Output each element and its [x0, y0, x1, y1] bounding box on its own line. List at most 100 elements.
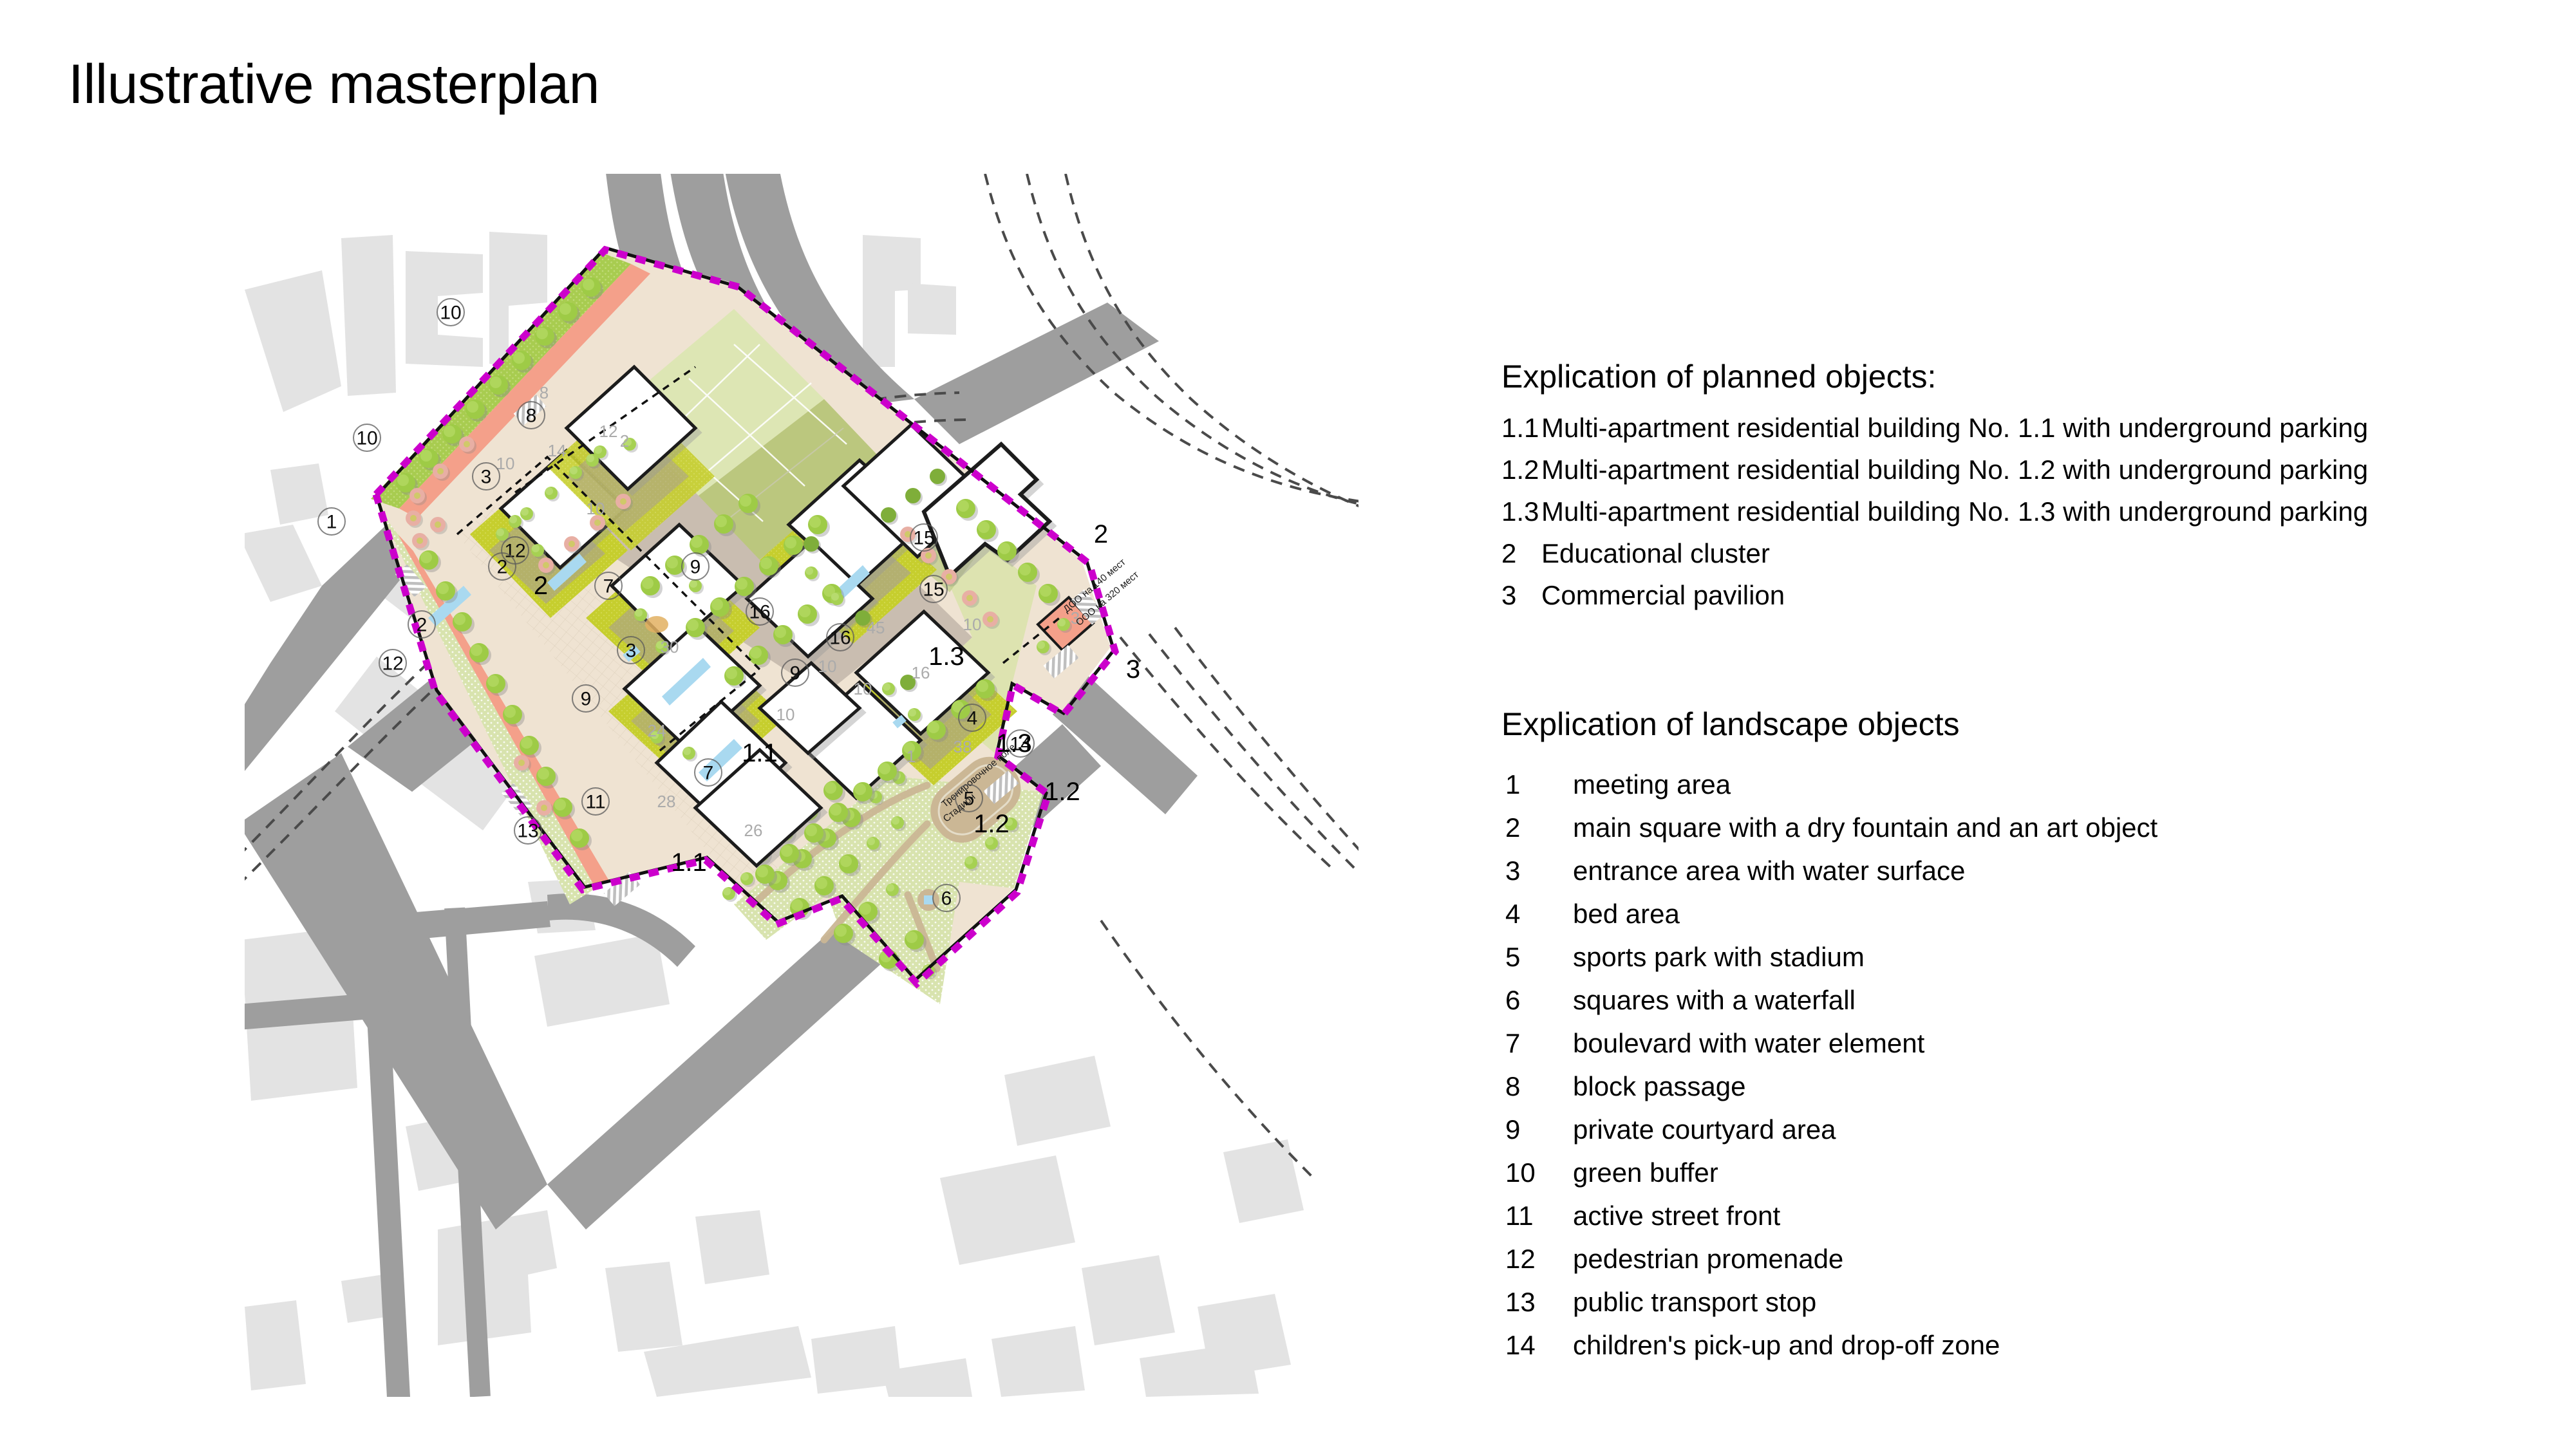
landscape-marker-circle — [910, 523, 938, 552]
landscape-marker-number: 9 — [581, 689, 592, 710]
landscape-marker: 10 — [353, 424, 381, 452]
landscape-marker-number: 10 — [440, 303, 461, 324]
landscape-marker-number: 5 — [964, 789, 975, 810]
landscape-marker: 5 — [955, 784, 983, 812]
legend-item-number: 6 — [1505, 985, 1521, 1015]
building-label: 1.2 — [973, 810, 1010, 838]
legend-item-label: children's pick-up and drop-off zone — [1573, 1330, 2000, 1360]
design-area-outline — [375, 246, 1116, 982]
landscape-marker: 6 — [932, 884, 961, 912]
landscape-marker-number: 12 — [382, 653, 403, 675]
landscape-marker-number: 15 — [923, 579, 944, 601]
landscape-marker-number: 9 — [690, 557, 701, 578]
landscape-marker: 15 — [919, 575, 948, 603]
landscape-marker-number: 6 — [941, 888, 952, 910]
legend-item: 10 green buffer — [1501, 1159, 2467, 1186]
landscape-marker-number: 12 — [504, 541, 525, 562]
legend-item-number: 8 — [1505, 1071, 1521, 1101]
landscape-marker: 14 — [1006, 729, 1035, 758]
landscape-marker-number: 10 — [356, 428, 377, 449]
landscape-marker-circle — [572, 684, 600, 713]
building-label: 1.2 — [1044, 778, 1080, 806]
legend-item-number: 13 — [1505, 1287, 1536, 1317]
landscape-marker: 2 — [408, 610, 436, 639]
landscape-marker: 10 — [437, 298, 465, 326]
landscape-marker: 9 — [572, 684, 600, 713]
legend-item-label: pedestrian promenade — [1573, 1244, 1844, 1274]
plot-number: 10 — [776, 705, 795, 724]
landscape-marker-number: 2 — [497, 557, 508, 578]
landscape-marker-number: 4 — [967, 708, 978, 729]
landscape-marker: 1 — [317, 507, 346, 536]
page-title: Illustrative masterplan — [68, 53, 599, 115]
landscape-marker: 2 — [488, 552, 516, 581]
plot-number: 26 — [744, 821, 763, 840]
landscape-marker-circle — [681, 552, 710, 581]
landscape-marker-number: 1 — [326, 512, 337, 533]
plot-number: 16 — [912, 663, 930, 682]
legend-item-number: 9 — [1505, 1114, 1521, 1145]
planned-legend-heading: Explication of planned objects: — [1501, 359, 1937, 395]
landscape-marker-circle — [379, 649, 407, 677]
legend-item-label: squares with a waterfall — [1573, 985, 1856, 1015]
landscape-legend-heading: Explication of landscape objects — [1501, 706, 1960, 742]
legend-item-label: green buffer — [1573, 1157, 1718, 1188]
plot-number: 3 — [1071, 608, 1080, 628]
landscape-marker-circle — [617, 636, 645, 664]
landscape-marker-number: 9 — [790, 663, 801, 684]
plot-number: 24 — [648, 721, 666, 740]
legend-item-number: 1.2 — [1501, 454, 1539, 485]
landscape-marker-circle — [472, 462, 500, 491]
legend-item-label: entrance area with water surface — [1573, 855, 1966, 886]
legend-item-number: 1 — [1505, 769, 1521, 799]
water-elements — [428, 554, 907, 781]
legend-item: 7 boulevard with water element — [1501, 1030, 2467, 1057]
landscape-marker: 7 — [594, 572, 623, 600]
landscape-marker-number: 2 — [417, 615, 428, 636]
legend-item-number: 12 — [1505, 1244, 1536, 1274]
plot-number: 10 — [963, 615, 982, 634]
landscape-marker: 4 — [958, 704, 986, 732]
landscape-marker: 8 — [517, 401, 545, 429]
legend-item-number: 10 — [1505, 1157, 1536, 1188]
landscape-marker-circle — [514, 816, 542, 845]
plot-number: 30 — [661, 637, 679, 657]
landscape-marker-number: 16 — [829, 628, 851, 649]
legend-item-number: 7 — [1505, 1028, 1521, 1058]
landscape-marker: 9 — [681, 552, 710, 581]
legend-item: 13 public transport stop — [1501, 1289, 2467, 1316]
plot-number: 1 — [907, 747, 916, 766]
legend-item-label: sports park with stadium — [1573, 942, 1865, 972]
legend-item: 12 pedestrian promenade — [1501, 1246, 2467, 1273]
building-label: 1.3 — [928, 642, 964, 671]
landscape-marker-circle — [581, 787, 610, 816]
landscape-marker-number: 11 — [585, 792, 605, 813]
landscape-marker-circle — [932, 884, 961, 912]
legend-item-number: 1.3 — [1501, 496, 1539, 527]
legend-item-label: active street front — [1573, 1201, 1781, 1231]
building-label: 1.1 — [742, 739, 778, 767]
plot-lines — [456, 366, 1062, 754]
landscape-marker-circle — [437, 298, 465, 326]
landscape-marker: 12 — [379, 649, 407, 677]
legend-item-label: boulevard with water element — [1573, 1028, 1925, 1058]
landscape-marker: 16 — [746, 597, 774, 626]
plot-number: 10 — [587, 499, 605, 518]
plot-number: 2 — [620, 431, 629, 451]
legend-item-label: public transport stop — [1573, 1287, 1817, 1317]
landscape-marker: 9 — [781, 659, 809, 687]
landscape-marker: 7 — [694, 758, 722, 787]
building-label: 1.3 — [996, 729, 1032, 758]
